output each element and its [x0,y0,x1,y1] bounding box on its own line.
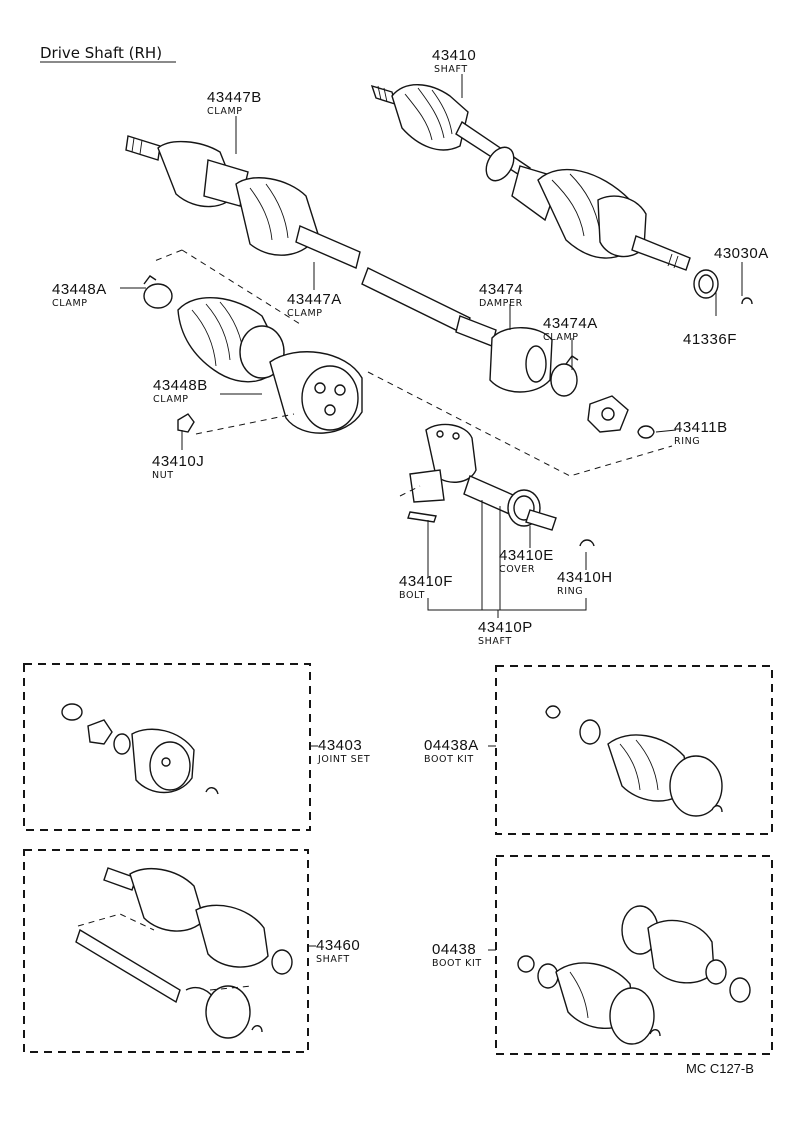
kit-frame-43403: 43403 JOINT SET [23,663,370,831]
svg-text:CLAMP: CLAMP [153,394,189,405]
svg-text:JOINT SET: JOINT SET [317,754,370,765]
svg-text:43410P: 43410P [478,619,533,636]
svg-text:SHAFT: SHAFT [434,64,468,75]
svg-text:43474A: 43474A [543,315,598,332]
part-label-43447a: 43447A CLAMP [287,291,342,319]
part-label-43410j: 43410J NUT [152,453,204,481]
svg-text:43410J: 43410J [152,453,204,470]
svg-text:CLAMP: CLAMP [52,298,88,309]
svg-text:COVER: COVER [499,564,535,575]
svg-text:43410E: 43410E [499,547,554,564]
svg-text:04438: 04438 [432,941,476,958]
svg-text:BOOT KIT: BOOT KIT [424,754,474,765]
kit-frame-04438: 04438 BOOT KIT [432,855,773,1055]
svg-text:RING: RING [557,586,583,597]
svg-text:BOLT: BOLT [399,590,425,601]
diagram-title: Drive Shaft (RH) [40,44,176,63]
svg-text:43448A: 43448A [52,281,107,298]
seal-and-ring-drawing [693,269,753,305]
svg-text:43410F: 43410F [399,573,453,590]
part-label-43410: 43410 SHAFT [432,47,476,75]
svg-text:Drive Shaft (RH): Drive Shaft (RH) [40,44,162,62]
svg-text:43403: 43403 [318,737,362,754]
svg-text:43460: 43460 [316,937,360,954]
part-label-43410e: 43410E COVER [499,547,554,575]
inboard-shaft-drawing [125,135,497,347]
part-label-43448b: 43448B CLAMP [153,377,208,405]
tripod-joint-drawing [587,395,655,439]
svg-text:43410H: 43410H [557,569,613,586]
svg-text:BOOT KIT: BOOT KIT [432,958,482,969]
part-label-43474: 43474 DAMPER [479,281,523,309]
svg-text:43448B: 43448B [153,377,208,394]
svg-text:RING: RING [674,436,700,447]
center-shaft-drawing [407,423,595,547]
part-label-43447b: 43447B CLAMP [207,89,262,117]
leader-lines [120,74,743,618]
assembled-shaft-drawing [370,84,691,271]
svg-text:04438A: 04438A [424,737,479,754]
svg-text:CLAMP: CLAMP [287,308,323,319]
part-label-41336f: 41336F [683,331,737,348]
svg-text:43410: 43410 [432,47,476,64]
svg-text:CLAMP: CLAMP [207,106,243,117]
svg-text:SHAFT: SHAFT [478,636,512,647]
svg-text:41336F: 41336F [683,331,737,348]
clamp-drawings [143,275,579,397]
part-label-43030a: 43030A [714,245,769,262]
part-label-43474a: 43474A CLAMP [543,315,598,343]
part-label-43448a: 43448A CLAMP [52,281,107,309]
group-guide-lines [151,249,673,497]
kit-frame-43460: 43460 SHAFT [23,849,360,1053]
svg-text:43447B: 43447B [207,89,262,106]
kit-frame-04438a: 04438A BOOT KIT [424,665,773,835]
svg-text:SHAFT: SHAFT [316,954,350,965]
boot-and-joint-drawing [177,297,363,434]
svg-text:DAMPER: DAMPER [479,298,523,309]
figure-code: MC C127-B [686,1061,754,1076]
svg-text:43474: 43474 [479,281,523,298]
svg-text:CLAMP: CLAMP [543,332,579,343]
svg-text:MC C127-B: MC C127-B [686,1061,754,1076]
svg-text:NUT: NUT [152,470,174,481]
part-label-43410f: 43410F BOLT [399,573,453,601]
svg-text:43411B: 43411B [674,419,728,436]
part-label-43410h: 43410H RING [557,569,613,597]
svg-text:43030A: 43030A [714,245,769,262]
part-label-43410p: 43410P SHAFT [478,619,533,647]
part-label-43411b: 43411B RING [674,419,728,447]
svg-text:43447A: 43447A [287,291,342,308]
